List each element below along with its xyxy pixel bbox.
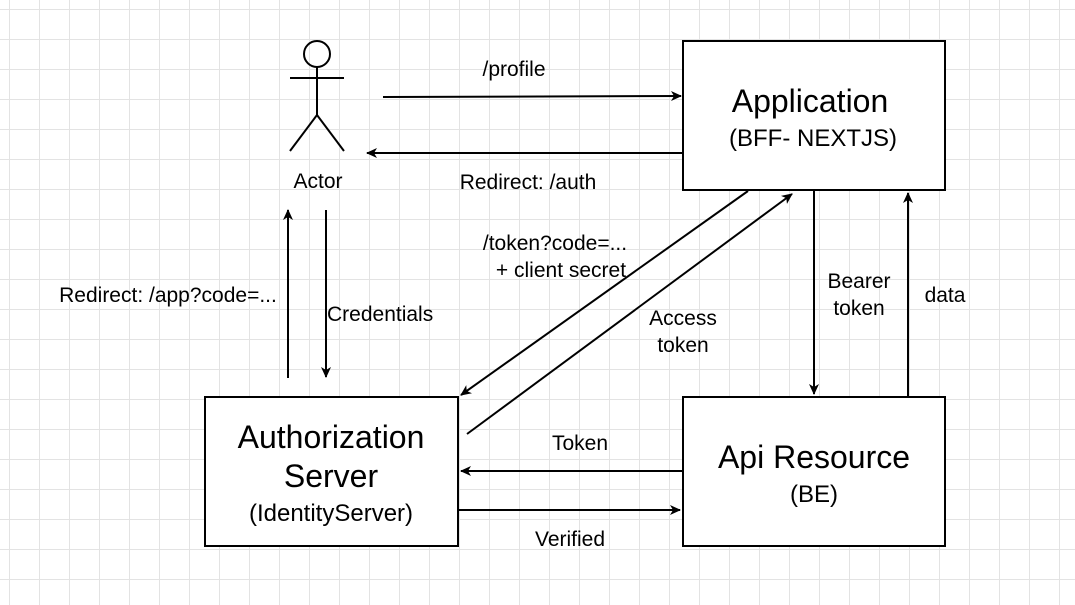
actor-left-leg <box>289 114 318 152</box>
actor-figure <box>289 40 345 152</box>
edge-access-token <box>466 193 793 435</box>
auth-server-title-line2: Server <box>284 458 379 494</box>
label-bearer-token-line2: token <box>833 297 884 320</box>
auth-server-title-line1: Authorization <box>238 419 425 455</box>
label-access-token-line2: token <box>657 334 708 357</box>
label-credentials: Credentials <box>327 303 433 326</box>
api-resource-node[interactable]: Api Resource (BE) <box>682 396 946 547</box>
actor-head <box>303 40 331 68</box>
edge-profile <box>382 91 682 102</box>
label-token: Token <box>552 432 608 455</box>
api-resource-title: Api Resource <box>718 439 910 475</box>
application-node[interactable]: Application (BFF- NEXTJS) <box>682 40 946 191</box>
label-data: data <box>925 284 966 307</box>
authorization-server-node[interactable]: Authorization Server (IdentityServer) <box>204 396 459 547</box>
actor-label: Actor <box>293 170 342 193</box>
api-resource-subtitle: (BE) <box>790 481 838 508</box>
auth-server-subtitle: (IdentityServer) <box>249 500 413 527</box>
label-token-code-line2: + client secret <box>496 259 626 282</box>
label-bearer-token-line1: Bearer <box>827 270 890 293</box>
application-title: Application <box>732 83 889 119</box>
application-subtitle: (BFF- NEXTJS) <box>729 125 897 152</box>
label-redirect-auth: Redirect: /auth <box>460 171 597 194</box>
label-verified: Verified <box>535 528 605 551</box>
actor-right-leg <box>316 114 345 152</box>
label-token-code-line1: /token?code=... <box>483 232 627 255</box>
label-access-token-line1: Access <box>649 307 717 330</box>
label-redirect-app: Redirect: /app?code=... <box>59 284 277 307</box>
edge-token-request <box>460 190 749 396</box>
label-profile: /profile <box>482 58 545 81</box>
